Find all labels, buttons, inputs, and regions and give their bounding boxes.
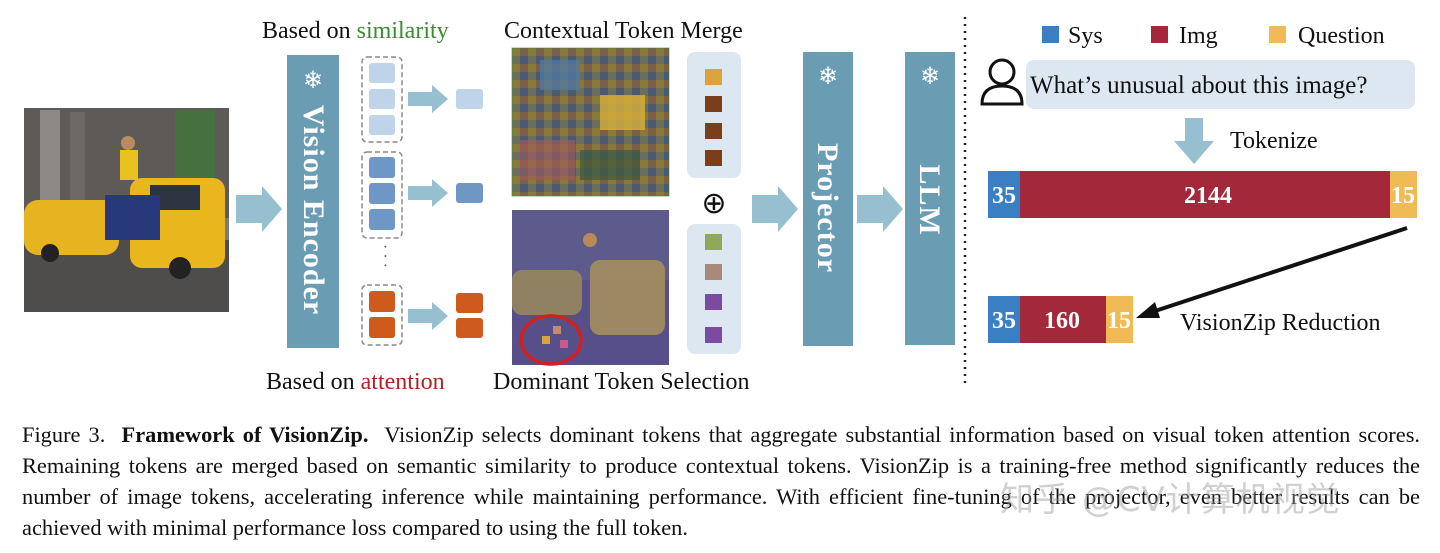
projector-block: ❄ Projector [803, 52, 853, 346]
concat-icon: ⊕ [701, 187, 726, 220]
selected-token-1 [456, 293, 483, 313]
visionzip-reduction-label: VisionZip Reduction [1180, 310, 1381, 336]
reduction-arrow [1151, 226, 1408, 314]
figure-title: Framework of VisionZip. [121, 422, 369, 447]
token-group-1 [361, 56, 403, 143]
vision-encoder-block: ❄ Vision Encoder [287, 55, 339, 348]
legend: Sys Img Question [1042, 23, 1385, 49]
full-question-count: 15 [1391, 183, 1415, 209]
caption-body: VisionZip selects dominant tokens that a… [22, 422, 1421, 540]
tokenize-label: Tokenize [1230, 128, 1318, 154]
figure-label: Figure 3. [22, 422, 106, 447]
figure-caption: Figure 3. Framework of VisionZip. Vision… [22, 419, 1420, 543]
merged-token-2 [456, 183, 483, 203]
user-icon [980, 58, 1024, 106]
arrow-select [408, 302, 448, 330]
arrow-image-to-encoder [236, 186, 282, 232]
llm-label: LLM [913, 164, 946, 235]
contextual-token-merge-label: Contextual Token Merge [504, 18, 743, 44]
token-group-attention [361, 284, 403, 346]
watermark: 知乎 @CV计算机视觉 [1000, 480, 1341, 520]
input-photo [24, 108, 229, 312]
arrow-merge-1 [408, 85, 448, 113]
full-sys-count: 35 [992, 183, 1016, 209]
legend-label-question: Question [1298, 23, 1385, 49]
legend-label-sys: Sys [1068, 23, 1103, 49]
legend-swatch-img [1151, 26, 1168, 43]
dominant-selection-image [512, 210, 669, 366]
tokenize-arrow [1174, 118, 1214, 164]
framework-figure: ❄ Vision Encoder Based on similarity Bas… [24, 17, 1417, 395]
reduced-img-count: 160 [1044, 308, 1080, 334]
arrow-merge-2 [408, 179, 448, 207]
legend-swatch-question [1269, 26, 1286, 43]
full-token-bar: 35 2144 15 [988, 171, 1417, 218]
reduced-sys-count: 35 [992, 308, 1016, 334]
full-img-count: 2144 [1184, 183, 1232, 209]
legend-label-img: Img [1179, 23, 1218, 49]
contextual-merge-image [511, 47, 670, 197]
merged-token-1 [456, 89, 483, 109]
snowflake-icon: ❄ [818, 64, 838, 90]
dominant-token-selection-label: Dominant Token Selection [493, 369, 750, 395]
highlight-circle [519, 314, 583, 366]
snowflake-icon: ❄ [303, 68, 323, 94]
arrow-to-llm [857, 186, 903, 232]
arrow-to-projector [752, 186, 798, 232]
based-on-attention-label: Based on attention [266, 369, 445, 395]
reduced-question-count: 15 [1107, 308, 1131, 334]
similarity-word: similarity [357, 18, 449, 44]
ellipsis: · · · [376, 244, 393, 268]
contextual-token-column [687, 52, 741, 178]
llm-block: ❄ LLM [905, 52, 955, 345]
question-text: What’s unusual about this image? [1030, 72, 1367, 99]
attention-word: attention [361, 369, 445, 395]
question-bubble [1026, 60, 1415, 109]
token-group-2 [361, 151, 403, 239]
snowflake-icon: ❄ [920, 64, 940, 90]
projector-label: Projector [811, 143, 844, 273]
selected-token-2 [456, 318, 483, 338]
dominant-token-column [687, 224, 741, 354]
reduced-token-bar: 35 160 15 [988, 296, 1133, 343]
legend-swatch-sys [1042, 26, 1059, 43]
based-on-similarity-label: Based on similarity [262, 18, 449, 44]
vision-encoder-label: Vision Encoder [297, 105, 330, 315]
